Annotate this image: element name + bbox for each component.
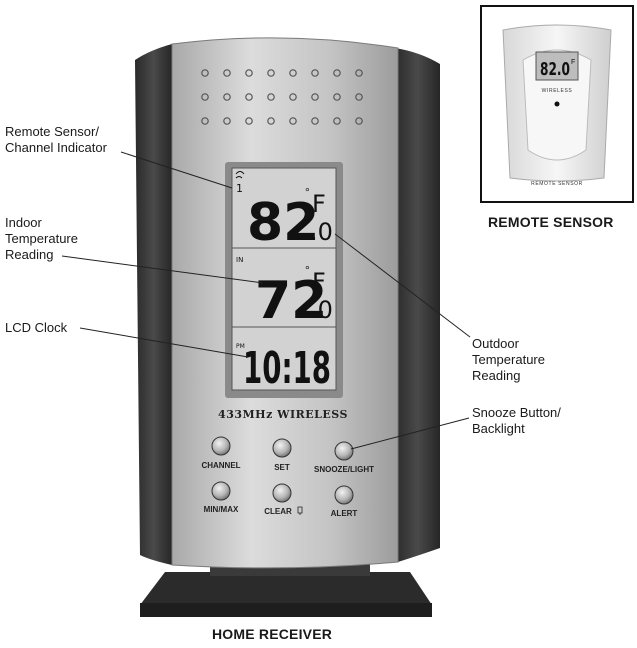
speaker-hole xyxy=(311,93,319,101)
callout-outdoor-temp-line3: Reading xyxy=(472,368,521,383)
set-button-label: SET xyxy=(274,463,290,472)
speaker-hole xyxy=(267,69,275,77)
alert-button-label: ALERT xyxy=(331,509,358,518)
leader-lcd-clock xyxy=(79,327,249,358)
callout-indoor-temp-line1: Indoor xyxy=(5,215,42,230)
min-max-button-label: MIN/MAX xyxy=(204,505,239,514)
leader-remote-sensor xyxy=(120,151,233,189)
speaker-hole xyxy=(223,93,231,101)
set-button[interactable] xyxy=(272,438,292,458)
indoor-degree-icon: ° xyxy=(305,263,310,277)
speaker-hole xyxy=(289,117,297,125)
outdoor-decimal: .0 xyxy=(310,218,333,246)
left-side-panel xyxy=(135,44,172,565)
outdoor-temp-digits: 82 xyxy=(247,193,319,253)
sensor-unit: F xyxy=(571,59,575,66)
speaker-hole xyxy=(355,93,363,101)
caption-home-receiver: HOME RECEIVER xyxy=(212,626,333,642)
sensor-lcd xyxy=(535,51,579,81)
snooze-light-button[interactable] xyxy=(334,441,354,461)
speaker-hole xyxy=(223,69,231,77)
signal-icon xyxy=(235,171,245,179)
snooze-light-button-label: SNOOZE/LIGHT xyxy=(314,465,374,474)
alert-button[interactable] xyxy=(334,485,354,505)
callout-remote-sensor-line2: Channel Indicator xyxy=(5,140,107,155)
speaker-hole xyxy=(201,117,209,125)
callout-outdoor-temp: Outdoor Temperature Reading xyxy=(472,336,545,384)
channel-button[interactable] xyxy=(211,436,231,456)
channel-number: 1 xyxy=(236,182,243,195)
right-side-panel xyxy=(395,48,440,562)
speaker-hole xyxy=(311,117,319,125)
outdoor-unit: F xyxy=(312,190,326,218)
callout-snooze: Snooze Button/ Backlight xyxy=(472,405,561,437)
channel-button-label: CHANNEL xyxy=(201,461,240,470)
callout-indoor-temp: Indoor Temperature Reading xyxy=(5,215,78,263)
indoor-indicator: IN xyxy=(236,256,243,264)
callout-lines xyxy=(61,151,471,450)
lcd-screen xyxy=(231,167,337,391)
outdoor-degree-icon: ° xyxy=(305,185,310,199)
pm-indicator: PM xyxy=(236,343,245,350)
receiver-wireless-label: 433MHz WIRELESS xyxy=(218,408,348,421)
speaker-hole xyxy=(333,93,341,101)
home-receiver: 1 82 F ° .0 IN 72 F ° .0 PM 10:18 433MHz… xyxy=(135,37,440,617)
speaker-hole xyxy=(245,117,253,125)
speaker-hole xyxy=(201,93,209,101)
leader-snooze xyxy=(350,417,470,450)
speaker-hole xyxy=(245,93,253,101)
speaker-hole xyxy=(289,93,297,101)
speaker-hole xyxy=(355,117,363,125)
clear-button-label: CLEAR xyxy=(264,507,292,516)
clock-display: 10:18 xyxy=(243,343,331,394)
leader-indoor-temp xyxy=(61,255,264,284)
caption-remote-sensor: REMOTE SENSOR xyxy=(488,214,614,230)
leader-outdoor-temp xyxy=(334,233,471,338)
receiver-stand xyxy=(140,572,432,605)
callout-snooze-line2: Backlight xyxy=(472,421,525,436)
indoor-unit: F xyxy=(312,268,326,296)
callout-indoor-temp-line3: Reading xyxy=(5,247,54,262)
remote-sensor-photo: 82.0 F WIRELESS REMOTE SENSOR xyxy=(480,5,634,203)
callout-outdoor-temp-line2: Temperature xyxy=(472,352,545,367)
speaker-hole xyxy=(223,117,231,125)
speaker-hole xyxy=(289,69,297,77)
min-max-button[interactable] xyxy=(211,481,231,501)
callout-snooze-line1: Snooze Button/ xyxy=(472,405,561,420)
speaker-hole xyxy=(355,69,363,77)
indoor-decimal: .0 xyxy=(310,296,333,324)
callout-remote-sensor: Remote Sensor/ Channel Indicator xyxy=(5,124,107,156)
callout-lcd-clock-line1: LCD Clock xyxy=(5,320,68,335)
callout-outdoor-temp-line1: Outdoor xyxy=(472,336,519,351)
callout-lcd-clock: LCD Clock xyxy=(5,320,67,336)
speaker-hole xyxy=(333,117,341,125)
speaker-hole xyxy=(245,69,253,77)
callout-indoor-temp-line2: Temperature xyxy=(5,231,78,246)
speaker-hole xyxy=(311,69,319,77)
speaker-hole xyxy=(267,117,275,125)
callout-remote-sensor-line1: Remote Sensor/ xyxy=(5,124,99,139)
sensor-wireless-label: WIRELESS xyxy=(542,88,573,94)
speaker-hole xyxy=(201,69,209,77)
speaker-grille xyxy=(201,69,363,125)
speaker-hole xyxy=(333,69,341,77)
clear-button[interactable] xyxy=(272,483,292,503)
sensor-base-label: REMOTE SENSOR xyxy=(531,181,583,187)
sensor-led xyxy=(554,101,560,107)
sensor-display: 82.0 xyxy=(540,59,570,80)
bell-off-icon xyxy=(297,506,303,515)
speaker-hole xyxy=(267,93,275,101)
indoor-temp-digits: 72 xyxy=(255,271,327,331)
